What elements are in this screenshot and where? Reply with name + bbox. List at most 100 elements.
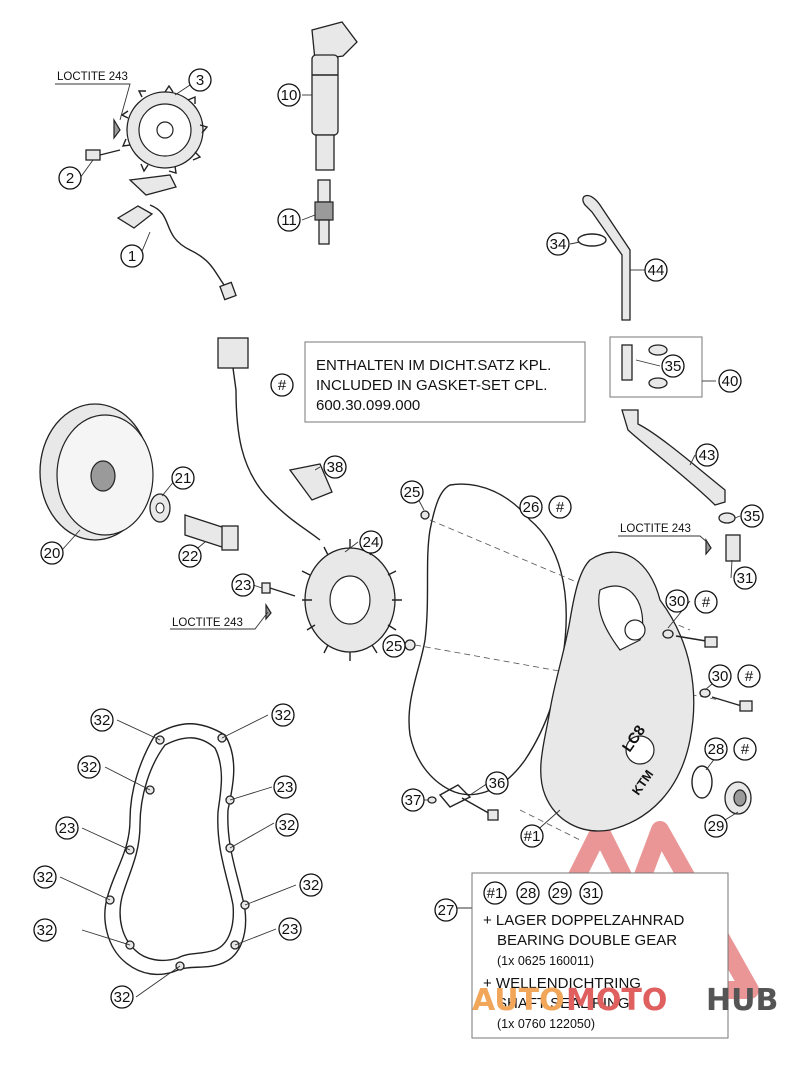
callout-circle [485,771,509,795]
callout-circle [270,373,294,397]
watermark-part2: MOTO [566,983,667,1018]
callout-circle [120,244,144,268]
callout-circle [90,708,114,732]
callout-circle [733,737,757,761]
breather-hose [582,194,631,321]
callout-6: 34 [546,232,570,256]
oring-and-plug [691,765,752,815]
callout-label: 23 [277,779,294,796]
spark-plug [314,179,334,245]
callout-label: 32 [303,877,320,894]
loctite-label-middle: LOCTITE 243 [172,617,243,629]
kit-note-line1: + LAGER DOPPELZAHNRAD [483,912,684,929]
callout-label: 25 [404,484,421,501]
callout-30: 29 [704,814,728,838]
callout-43: 32 [299,873,323,897]
callout-label: 25 [386,638,403,655]
callout-circle [110,985,134,1009]
callout-label: 32 [94,712,111,729]
callout-circle [33,865,57,889]
callout-circle [519,495,543,519]
callout-label: 38 [327,459,344,476]
callout-circle [704,814,728,838]
callout-29: # [733,737,757,761]
callout-label: 30 [712,668,729,685]
callout-12: 31 [733,566,757,590]
callout-circle [359,530,383,554]
callout-circle [277,208,301,232]
callout-circle [401,788,425,812]
cover-gasket [404,483,567,796]
watermark-text: AUTO MOTO HUB [472,983,778,1018]
callout-label: 11 [281,212,297,229]
callout-37: 32 [33,865,57,889]
callout-32: 37 [401,788,425,812]
callout-label: 26 [523,499,540,516]
callout-circle [483,881,507,905]
callout-label: 35 [665,358,682,375]
callout-7: 44 [644,258,668,282]
callout-40: 32 [33,918,57,942]
callout-46: #1 [483,881,507,905]
watermark-part3: HUB [706,983,778,1018]
callout-circle [708,664,732,688]
callout-circle [520,824,544,848]
callout-label: # [741,741,750,758]
watermark-part1: AUTO [472,983,565,1018]
callout-circle [661,354,685,378]
callout-circle [275,813,299,837]
callout-1: 1 [120,244,144,268]
callout-18: 24 [359,530,383,554]
callout-16: 20 [40,541,64,565]
callout-label: 21 [175,470,192,487]
callout-label: 27 [438,902,455,919]
callout-label: 28 [520,885,537,902]
callout-label: 24 [363,534,380,551]
callout-label: 40 [722,373,739,390]
callout-label: # [745,668,754,685]
callout-circle [579,881,603,905]
callout-circle [695,443,719,467]
callout-label: 20 [44,545,61,562]
callout-circle [277,83,301,107]
callout-label: 23 [282,921,299,938]
callout-label: # [556,499,565,516]
callout-49: 31 [579,881,603,905]
callout-label: 34 [550,236,567,253]
callout-circle [55,816,79,840]
callout-circle [400,480,424,504]
callout-39: 23 [273,775,297,799]
callout-circle [548,495,572,519]
callout-label: 32 [279,817,296,834]
kit-note-line6: (1x 0760 122050) [497,1017,595,1031]
callout-36: 32 [77,755,101,779]
callout-label: 28 [708,741,725,758]
callout-circle [382,634,406,658]
callout-circle [178,544,202,568]
callout-label: 32 [275,707,292,724]
callout-circle [171,466,195,490]
callout-label: #1 [487,885,504,902]
bolt-part-2 [85,117,121,161]
callout-circle [733,566,757,590]
callout-47: 28 [516,881,540,905]
loctite-label-right: LOCTITE 243 [620,523,691,535]
callout-8: 35 [661,354,685,378]
callout-label: 10 [281,87,298,104]
ignition-coil [311,21,358,171]
flywheel-washer [149,493,171,523]
callout-21: 26 [519,495,543,519]
callout-label: 35 [744,508,761,525]
callout-circle [273,775,297,799]
callout-label: 23 [59,820,76,837]
flywheel-bolt [184,514,239,551]
callout-circle [77,755,101,779]
callout-circle [58,166,82,190]
callout-19: 23 [231,573,255,597]
callout-circle [231,573,255,597]
callout-label: 30 [669,593,686,610]
callout-label: 31 [737,570,754,587]
hose-fitting [705,512,741,562]
cover-bolts [662,629,753,712]
loctite-label-top: LOCTITE 243 [57,71,128,83]
